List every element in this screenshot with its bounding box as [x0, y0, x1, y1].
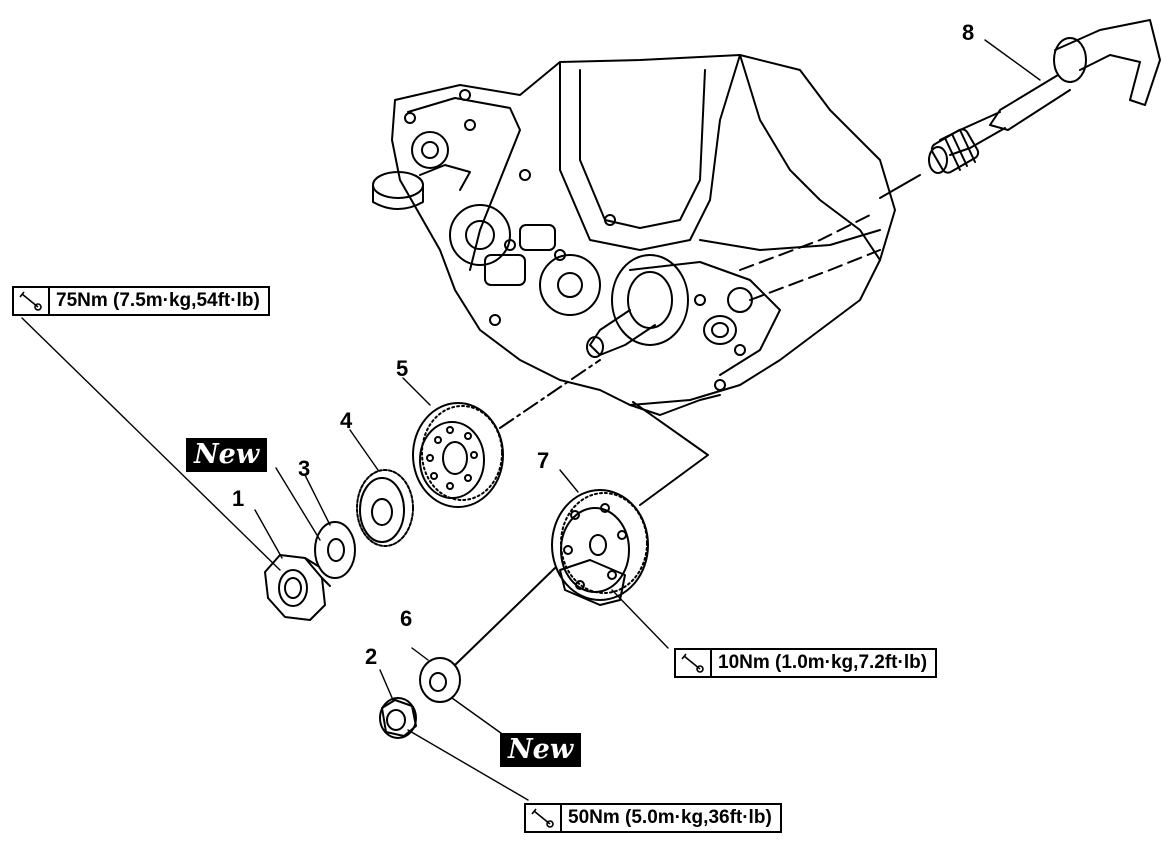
part-5-gear	[412, 402, 504, 508]
torque-wrench-icon	[676, 650, 712, 676]
part-6-washer	[419, 657, 461, 703]
torque-value: 75Nm (7.5m·kg,54ft·lb)	[56, 290, 260, 311]
torque-value: 10Nm (1.0m·kg,7.2ft·lb)	[718, 652, 928, 673]
callout-1: 1	[232, 486, 244, 511]
part-8-shift-shaft	[879, 19, 1161, 199]
torque-wrench-icon	[14, 288, 50, 314]
callout-5: 5	[396, 356, 408, 381]
new-badge-washer-6: New	[500, 733, 582, 767]
callout-4: 4	[340, 408, 353, 433]
torque-spec-nut-2: 50Nm (5.0m·kg,36ft·lb)	[524, 803, 782, 833]
new-badge-washer-3: New	[186, 438, 268, 472]
callout-6: 6	[400, 606, 412, 631]
torque-spec-nut-1: 75Nm (7.5m·kg,54ft·lb)	[12, 286, 270, 316]
part-3-lock-washer	[314, 521, 356, 579]
torque-value: 50Nm (5.0m·kg,36ft·lb)	[568, 807, 772, 828]
part-2-nut	[379, 697, 417, 739]
part-7-drive-gear	[551, 489, 649, 606]
callout-8: 8	[962, 20, 974, 45]
part-1-nut	[264, 554, 331, 621]
part-4-sprocket	[356, 469, 414, 547]
callout-2: 2	[365, 644, 377, 669]
callout-3: 3	[298, 456, 310, 481]
torque-spec-gear-7: 10Nm (1.0m·kg,7.2ft·lb)	[674, 648, 938, 678]
torque-wrench-icon	[526, 805, 562, 831]
callout-7: 7	[537, 448, 549, 473]
crankcase	[372, 54, 896, 416]
